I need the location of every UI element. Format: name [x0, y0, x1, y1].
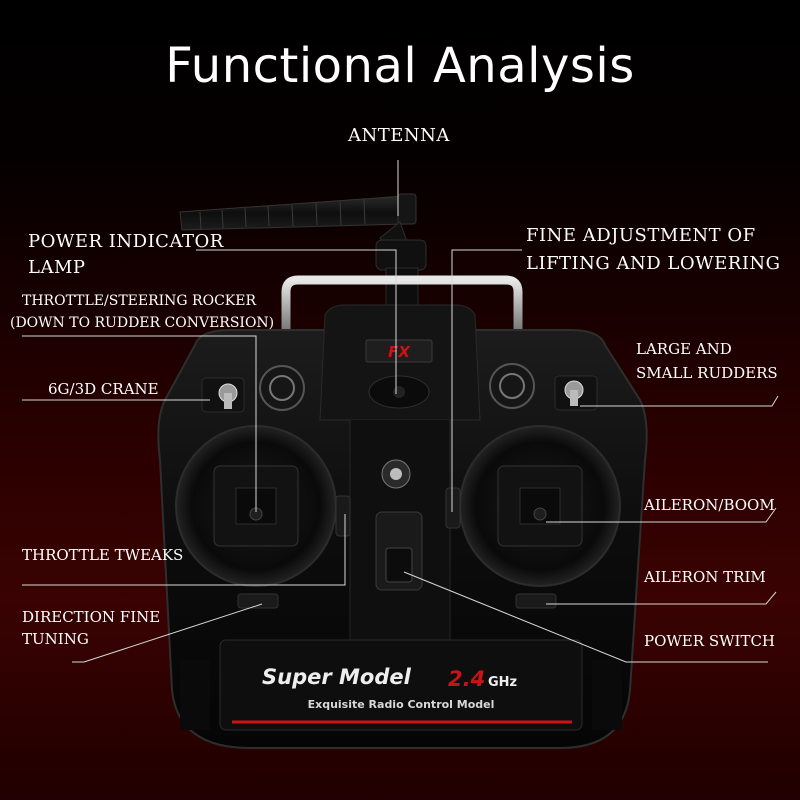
label-throttle-rocker-2: (DOWN TO RUDDER CONVERSION): [10, 315, 275, 331]
label-throttle-rocker-1: THROTTLE/STEERING ROCKER: [22, 293, 257, 309]
carry-handle: [281, 275, 523, 335]
rudder-switch[interactable]: [554, 375, 598, 411]
frequency-unit: GHz: [488, 675, 517, 690]
callout-fine-adjustment: [451, 249, 522, 512]
right-gimbal[interactable]: [459, 425, 621, 587]
fx-logo: FX: [365, 339, 433, 363]
callout-direction: [72, 603, 263, 663]
callout-power-indicator: [196, 249, 397, 394]
callout-throttle-tweaks: [22, 514, 346, 586]
callout-aileron-trim: [546, 591, 777, 605]
label-rudders-2: SMALL RUDDERS: [636, 364, 778, 382]
throttle-trim[interactable]: [335, 495, 351, 537]
label-direction-2: TUNING: [22, 630, 89, 648]
label-fine-adjustment-1: FINE ADJUSTMENT OF: [526, 225, 756, 246]
power-indicator-lamp: [381, 459, 411, 489]
crane-switch[interactable]: [201, 377, 245, 413]
speaker-grille: [368, 375, 430, 409]
fx-logo-text: FX: [388, 343, 411, 361]
callout-power-switch: [403, 571, 768, 663]
label-direction-1: DIRECTION FINE: [22, 608, 161, 626]
brand-name: Super Model: [262, 665, 412, 689]
brand-tagline: Exquisite Radio Control Model: [308, 698, 495, 711]
label-antenna: ANTENNA: [348, 125, 450, 146]
left-round-button[interactable]: [259, 365, 305, 411]
label-power-indicator-2: LAMP: [28, 257, 86, 278]
direction-trim[interactable]: [237, 593, 279, 609]
callout-rudders: [580, 395, 779, 407]
page-title: Functional Analysis: [165, 38, 635, 94]
frequency-value: 2.4: [448, 667, 485, 691]
callout-throttle-rocker: [22, 335, 257, 512]
label-power-switch: POWER SWITCH: [644, 632, 776, 650]
right-round-button[interactable]: [489, 363, 535, 409]
label-power-indicator-1: POWER INDICATOR: [28, 231, 224, 252]
callout-aileron-boom: [546, 507, 777, 523]
label-aileron-boom: AILERON/BOOM: [644, 496, 775, 514]
label-crane: 6G/3D CRANE: [48, 380, 159, 398]
lift-trim[interactable]: [445, 487, 461, 529]
aileron-trim[interactable]: [515, 593, 557, 609]
label-fine-adjustment-2: LIFTING AND LOWERING: [526, 253, 781, 274]
label-throttle-tweaks: THROTTLE TWEAKS: [22, 546, 184, 564]
label-aileron-trim: AILERON TRIM: [644, 568, 766, 586]
power-switch[interactable]: [375, 511, 423, 591]
callout-lines: [22, 160, 779, 663]
label-rudders-1: LARGE AND: [636, 340, 732, 358]
